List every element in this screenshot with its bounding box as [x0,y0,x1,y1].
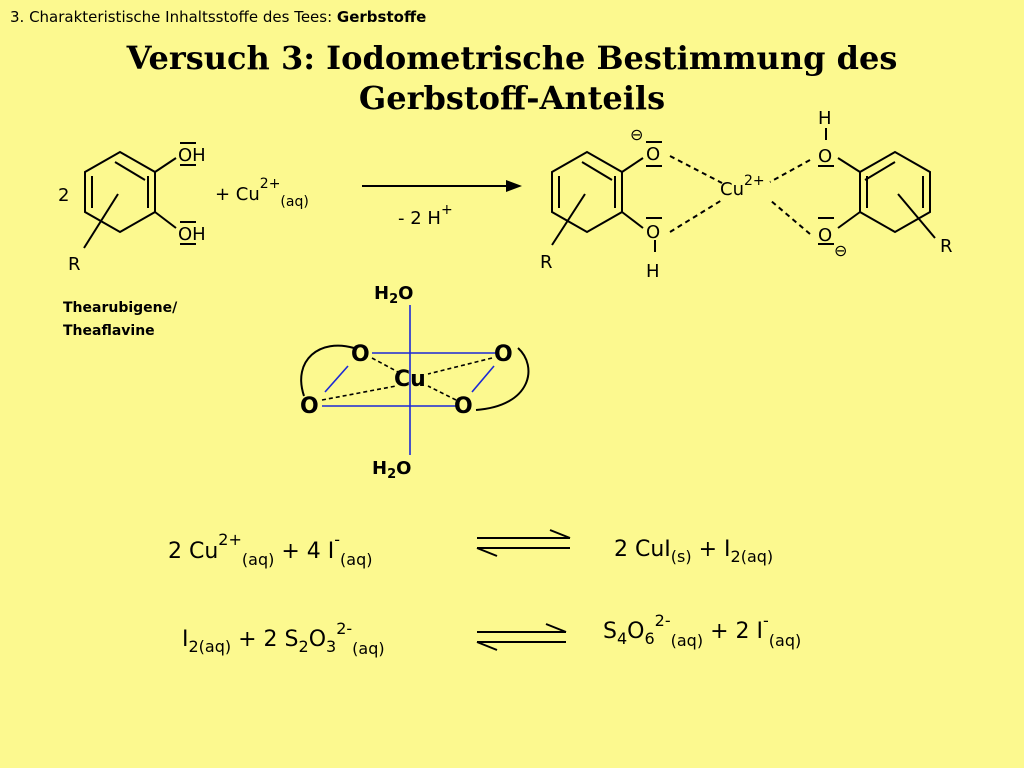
bond-oh-top [154,157,177,173]
label-o-left-top: O [646,144,660,165]
label-oh-bottom: OH [178,224,206,245]
ring-double-bond [114,161,146,181]
reactant-coefficient: 2 [58,185,69,206]
copper-complex [300,305,530,455]
complex-oxygen-top-right: O [494,342,513,367]
minus-charge-icon: ⊖ [630,125,643,144]
bond-o-right-bottom [837,211,861,229]
label-r-left: R [68,254,81,275]
bond-r-left [83,193,119,249]
slide-title: Versuch 3: Iodometrische Bestimmung des … [126,39,898,117]
ring-double-bond [864,161,896,181]
complex-oxygen-top-left: O [351,342,370,367]
bond-o-left-bottom [621,211,644,229]
label-o-right-top: O [818,146,832,167]
water-ligand-bottom: H2O [372,458,411,482]
bond-r-product-left [551,193,586,246]
complex-oxygen-bottom-right: O [454,394,473,419]
equilibrium-arrow-1 [476,529,571,557]
label-r-product-left: R [540,252,553,273]
coordination-bonds [669,155,811,235]
bond-o-right-top [837,157,861,173]
label-r-product-right: R [940,236,953,257]
copper-ion: + Cu2+(aq) [215,176,309,210]
complex-oxygen-bottom-left: O [300,394,319,419]
equation1-left: 2 Cu2+(aq) + 4 I-(aq) [168,530,372,569]
equation2-left: I2(aq) + 2 S2O32-(aq) [182,619,385,658]
complex-frame [322,305,496,455]
bond-r-product-right [897,193,936,239]
equation2-right: S4O62-(aq) + 2 I-(aq) [603,611,801,650]
complex-copper-center: Cu [394,367,426,392]
catechol-structure [83,142,196,249]
water-ligand-top: H2O [374,283,413,307]
arrow-label: - 2 H+ [398,202,453,229]
label-h-right-top: H [818,108,832,129]
arrow-head-icon [506,180,522,192]
section-header: 3. Charakteristische Inhaltsstoffe des T… [10,8,426,26]
label-oh-top: OH [178,145,206,166]
substance-label-line1: Thearubigene/ [63,300,178,316]
bond-o-left-top [621,157,644,173]
reaction-arrow [362,180,522,192]
substance-label-line2: Theaflavine [63,323,155,339]
equation1-right: 2 CuI(s) + I2(aq) [614,537,773,566]
bond-oh-bottom [154,211,177,229]
equilibrium-arrow-2 [476,623,567,651]
label-o-left-bottom: O [646,222,660,243]
chelate-arc-right [475,347,530,411]
complex-dashed-bonds [321,357,493,401]
label-h-left-bottom: H [646,261,660,282]
section-header-topic: Gerbstoffe [336,8,427,26]
label-o-right-bottom: O [818,225,832,246]
ring-double-bond [581,161,613,181]
chelate-structure [551,128,936,252]
product-copper-ion: Cu2+ [720,173,765,200]
minus-charge-icon: ⊖ [834,241,847,260]
chelate-arc-left [300,344,355,397]
section-header-prefix: 3. Charakteristische Inhaltsstoffe des T… [10,8,337,26]
